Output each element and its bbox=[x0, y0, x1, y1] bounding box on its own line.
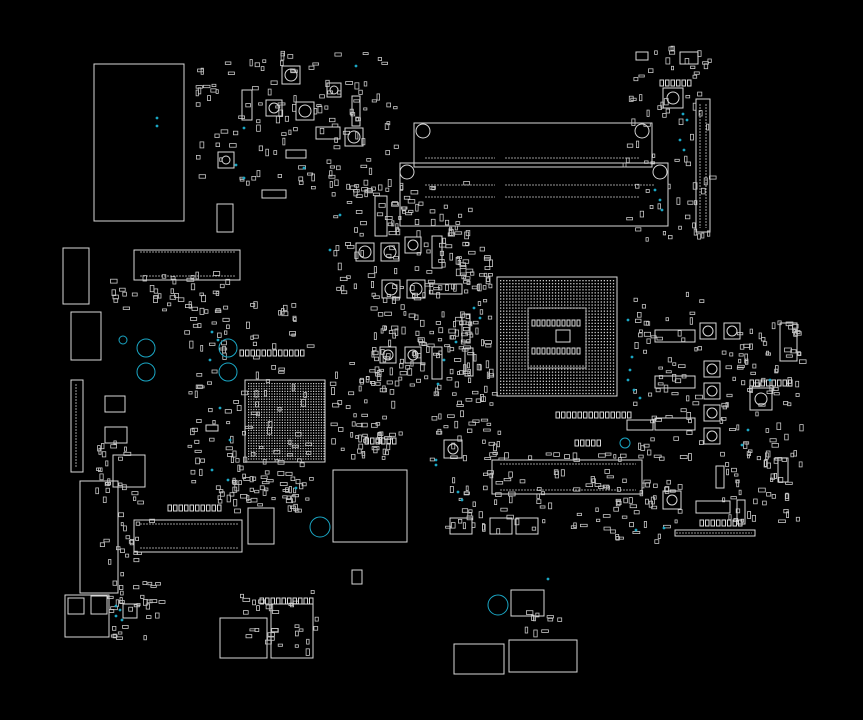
usb-port-left[interactable] bbox=[64, 594, 110, 638]
cpu-ball-grid bbox=[500, 280, 615, 395]
dimm-pin-rows bbox=[75, 104, 752, 549]
left-connector-b[interactable] bbox=[70, 311, 102, 361]
lower-left-chip[interactable] bbox=[247, 507, 275, 545]
dimm-slot-bottom[interactable] bbox=[399, 162, 669, 227]
bottom-connector-center[interactable] bbox=[491, 459, 643, 495]
right-connector-small[interactable] bbox=[779, 322, 798, 362]
left-connector-a[interactable] bbox=[62, 247, 90, 305]
pch-module[interactable] bbox=[332, 469, 408, 543]
cpu-socket[interactable] bbox=[496, 276, 618, 397]
right-edge-connector[interactable] bbox=[695, 98, 711, 233]
right-header-strip[interactable] bbox=[674, 529, 756, 537]
bottom-chip-b[interactable] bbox=[270, 603, 314, 659]
smd-component-field bbox=[95, 45, 807, 656]
ssd-module-outline[interactable] bbox=[93, 63, 185, 222]
left-io-bracket[interactable] bbox=[79, 480, 119, 594]
gpu-bga-package[interactable] bbox=[244, 379, 326, 463]
bottom-port-b[interactable] bbox=[508, 639, 578, 673]
bottom-chip-c[interactable] bbox=[510, 589, 545, 617]
fpc-connector-bottom[interactable] bbox=[133, 519, 243, 553]
left-connector-c[interactable] bbox=[70, 379, 84, 473]
bottom-chip-a[interactable] bbox=[219, 617, 268, 659]
gpu-ball-grid bbox=[248, 383, 325, 460]
dimm-slot-top[interactable] bbox=[413, 122, 653, 168]
left-small-chip[interactable] bbox=[112, 454, 146, 488]
bottom-port-a[interactable] bbox=[453, 643, 505, 675]
mounting-holes bbox=[118, 335, 631, 616]
via-dots bbox=[114, 64, 772, 622]
power-inductors bbox=[217, 65, 773, 510]
mosfet-packages bbox=[67, 51, 789, 619]
fpc-connector-top[interactable] bbox=[133, 249, 241, 281]
